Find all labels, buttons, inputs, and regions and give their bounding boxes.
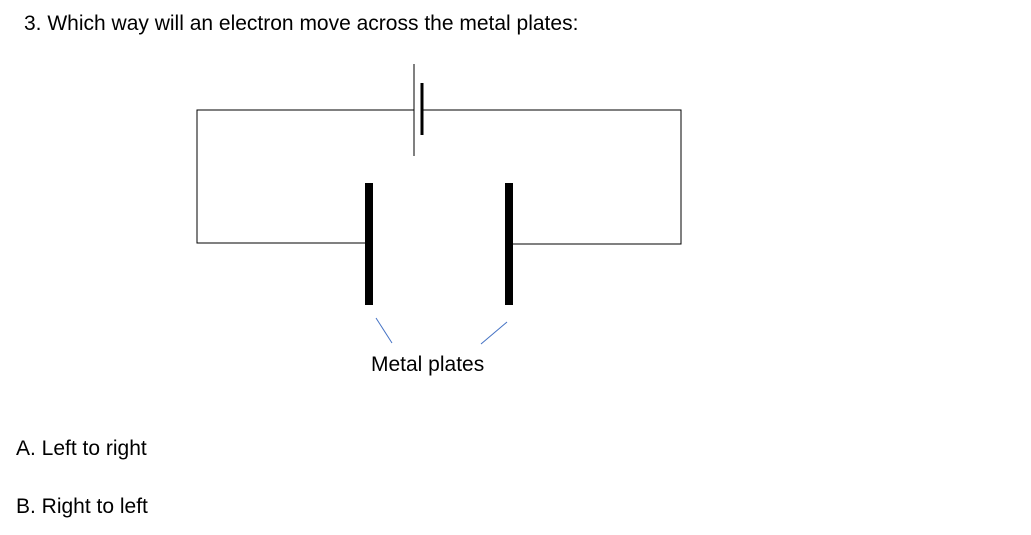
option-a[interactable]: A. Left to right [16,437,147,460]
wire-right [422,109,682,245]
pointer-line-left [375,317,393,344]
option-b[interactable]: B. Right to left [16,495,148,518]
metal-plates-label: Metal plates [371,353,485,376]
wire-left [196,109,414,244]
question-text: 3. Which way will an electron move acros… [24,12,579,35]
pointer-line-right [480,321,508,345]
